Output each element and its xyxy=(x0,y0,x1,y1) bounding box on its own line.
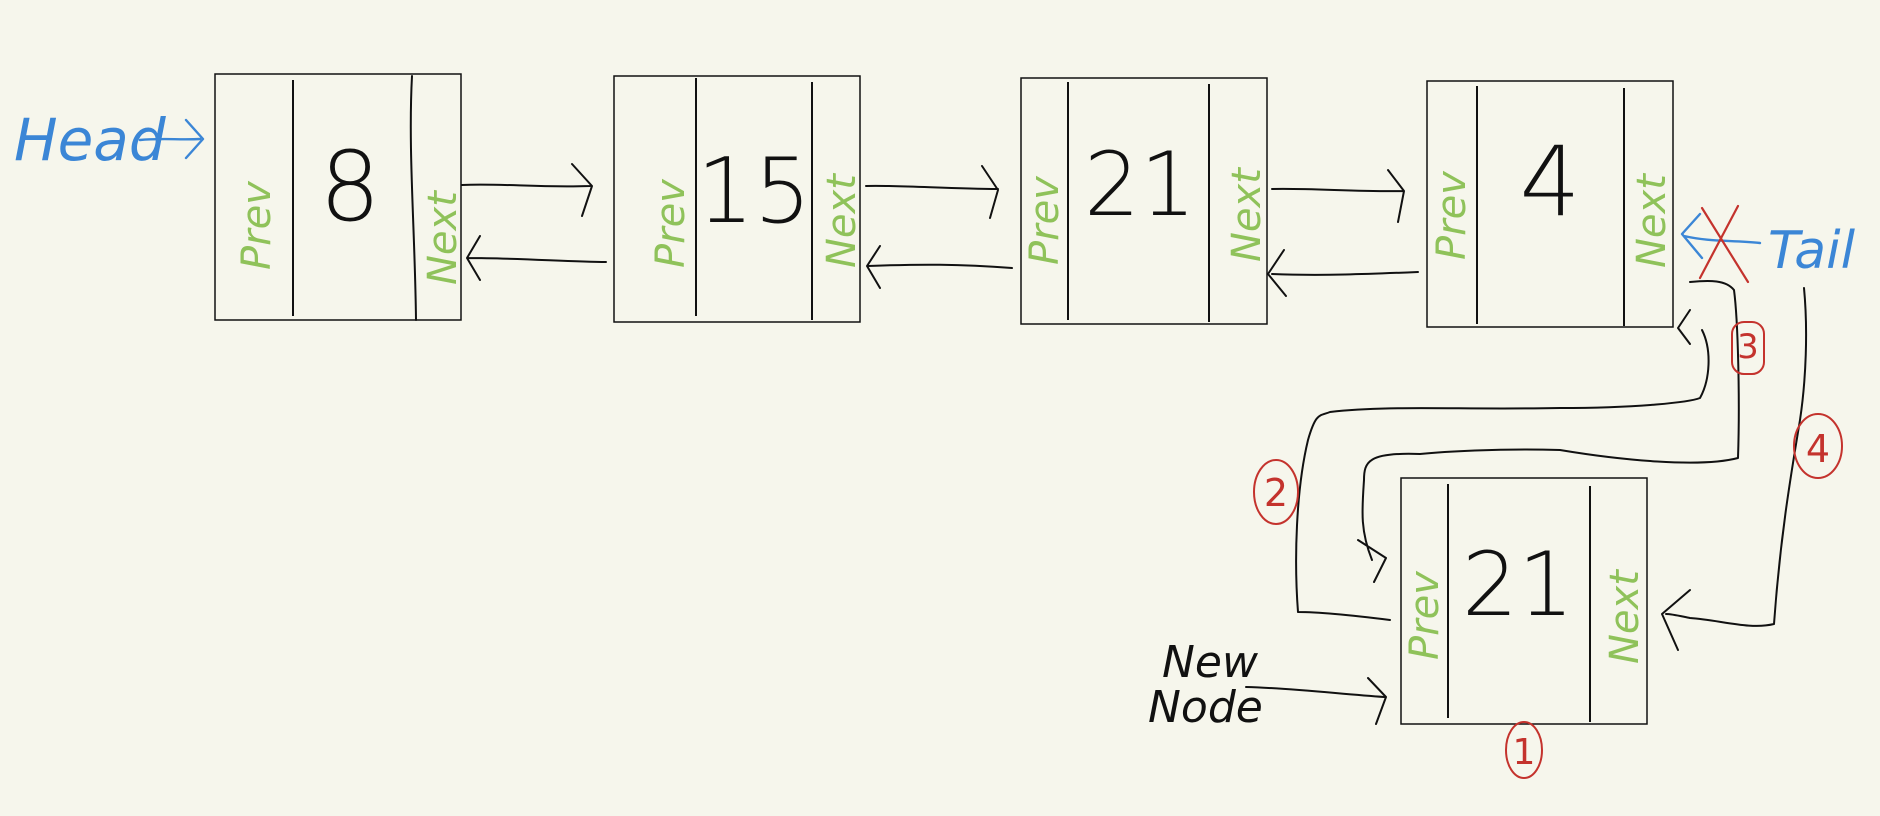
next-arrow-1-2 xyxy=(865,165,999,219)
node-new: Prev 21 Next xyxy=(1400,477,1648,725)
node-value: 21 xyxy=(1462,533,1574,636)
step-number: 1 xyxy=(1513,732,1536,773)
tail-label: Tail xyxy=(1768,221,1856,281)
node-value: 21 xyxy=(1084,133,1196,236)
step-marker-1: 1 xyxy=(1505,721,1543,779)
step3-link-next xyxy=(1357,280,1740,583)
next-arrow-2-3 xyxy=(1271,169,1405,223)
prev-label: Prev xyxy=(1402,570,1448,660)
node-box xyxy=(613,75,861,323)
next-label: Next xyxy=(1224,167,1270,262)
node-2: Prev 21 Next xyxy=(1020,77,1270,325)
node-value: 15 xyxy=(697,139,812,244)
node-box xyxy=(1400,477,1648,725)
step-marker-2: 2 xyxy=(1253,459,1299,525)
head-arrow xyxy=(138,118,205,160)
node-box xyxy=(1426,80,1674,328)
node-divider xyxy=(409,75,417,321)
step-number: 4 xyxy=(1806,427,1830,471)
step-marker-4: 4 xyxy=(1793,413,1843,479)
node-1: Prev 15 Next xyxy=(613,75,865,323)
node-box xyxy=(1020,77,1268,325)
step2-link-prev xyxy=(1295,309,1710,621)
new-node-label-line2: Node xyxy=(1148,682,1263,733)
prev-label: Prev xyxy=(234,180,280,270)
next-label: Next xyxy=(420,190,466,285)
prev-label: Prev xyxy=(1429,170,1475,260)
prev-arrow-1-0 xyxy=(466,235,607,281)
node-value: 4 xyxy=(1519,126,1580,238)
new-node-arrow xyxy=(1245,677,1387,725)
next-arrow-0-1 xyxy=(461,163,593,217)
prev-label: Prev xyxy=(1022,175,1068,265)
node-box xyxy=(214,73,462,321)
cross-out-mark xyxy=(1698,204,1750,284)
new-node-label-line1: New xyxy=(1162,637,1259,688)
step-number: 2 xyxy=(1264,471,1288,515)
node-0: Prev 8 Next xyxy=(214,73,466,321)
prev-arrow-3-2 xyxy=(1267,249,1419,297)
node-3: Prev 4 Next xyxy=(1426,80,1675,328)
next-label: Next xyxy=(1602,569,1648,664)
step-number: 3 xyxy=(1737,327,1759,367)
prev-arrow-2-1 xyxy=(866,245,1013,289)
step4-tail-arrow xyxy=(1661,287,1808,651)
node-value: 8 xyxy=(319,131,380,243)
next-label: Next xyxy=(1629,173,1675,268)
prev-label: Prev xyxy=(648,178,694,268)
step-marker-3: 3 xyxy=(1731,321,1765,375)
next-label: Next xyxy=(819,173,865,268)
